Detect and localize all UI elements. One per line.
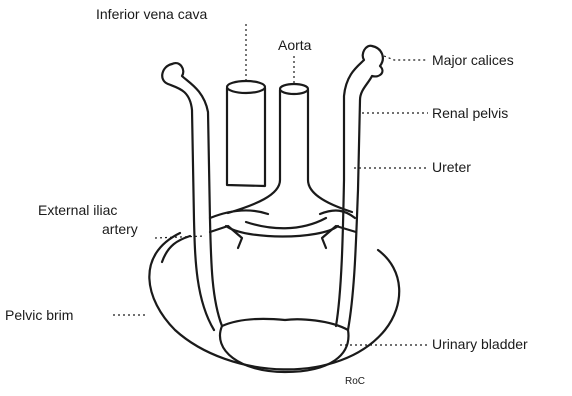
aorta xyxy=(228,84,352,213)
inferior-vena-cava xyxy=(227,81,265,186)
leader-pelvis xyxy=(360,100,428,113)
leader-calices xyxy=(384,56,428,60)
label-aorta: Aorta xyxy=(278,37,312,53)
label-external-iliac: External iliac xyxy=(38,202,117,218)
pelvic-brim-inner xyxy=(162,236,190,262)
pelvic-brim-outline xyxy=(149,233,399,369)
label-artery: artery xyxy=(102,221,138,237)
signature: RoC xyxy=(345,376,365,387)
label-major-calices: Major calices xyxy=(432,52,514,68)
right-ureter xyxy=(336,46,383,330)
leader-ext-iliac xyxy=(155,236,205,238)
label-inferior-vena-cava: Inferior vena cava xyxy=(96,6,207,22)
left-ureter xyxy=(162,63,222,330)
label-ureter: Ureter xyxy=(432,159,471,175)
label-renal-pelvis: Renal pelvis xyxy=(432,105,508,121)
label-urinary-bladder: Urinary bladder xyxy=(432,336,528,352)
common-iliac-arteries xyxy=(210,211,356,248)
label-pelvic-brim: Pelvic brim xyxy=(5,307,73,323)
